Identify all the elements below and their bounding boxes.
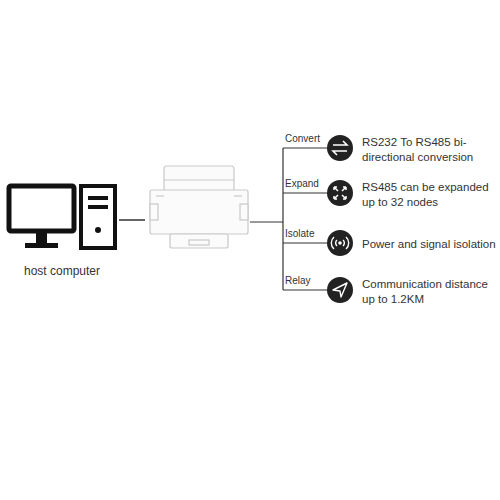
branch-label: Relay [285, 274, 311, 287]
convert-icon [327, 135, 353, 161]
branch-label: Convert [285, 132, 320, 145]
branch-label: Expand [285, 177, 319, 190]
branch-label: Isolate [285, 227, 314, 240]
isolate-icon [327, 230, 353, 256]
branch-bracket [250, 148, 327, 290]
host-computer-icon [9, 186, 115, 248]
converter-module [150, 166, 248, 248]
relay-icon [327, 277, 353, 303]
device-label: host computer [24, 264, 100, 280]
expand-icon [327, 180, 353, 206]
feature-text: Power and signal isolation [362, 237, 498, 252]
feature-text: RS232 To RS485 bi-directional conversion [362, 135, 498, 165]
wire [119, 219, 145, 221]
feature-text: Communication distance up to 1.2KM [362, 277, 490, 307]
feature-text: RS485 can be expanded up to 32 nodes [362, 180, 492, 210]
